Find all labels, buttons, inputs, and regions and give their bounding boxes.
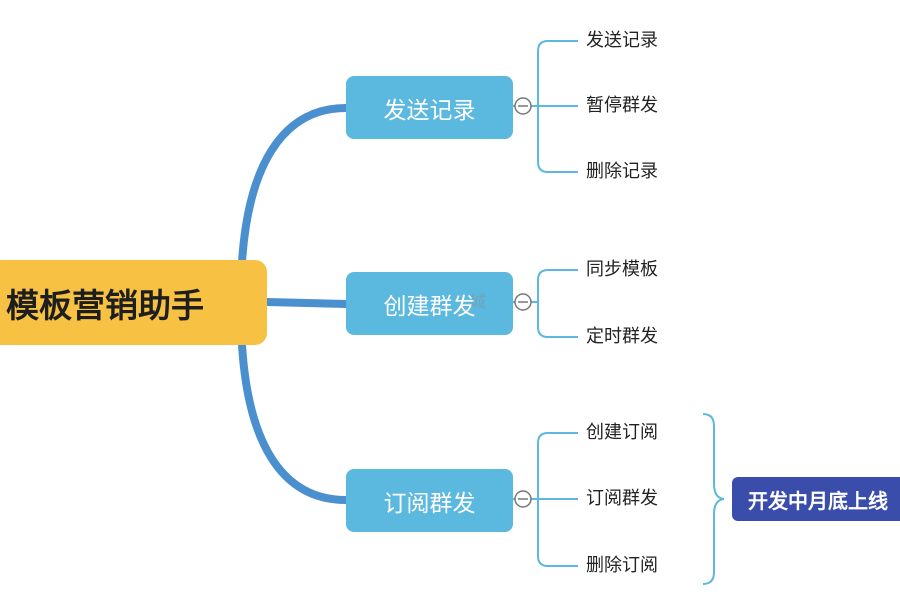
branch-label: 发送记录 — [383, 97, 476, 124]
curly-brace-subscription-group — [702, 413, 725, 585]
leaf-scheduled-broadcast[interactable]: 定时群发 — [586, 326, 658, 347]
root-label: 模板营销助手 — [6, 285, 204, 325]
note-in-development[interactable]: 开发中月底上线 — [732, 477, 900, 521]
leaf-subscription-broadcast[interactable]: 订阅群发 — [586, 488, 658, 509]
connector-root-to-branch-1 — [263, 298, 350, 308]
note-label: 开发中月底上线 — [748, 488, 888, 513]
branch-label: 订阅群发 — [383, 490, 476, 517]
leaf-delete-subscription[interactable]: 删除订阅 — [586, 555, 658, 576]
connector-root-to-branch-2 — [238, 341, 350, 504]
leaf-create-subscription[interactable]: 创建订阅 — [586, 422, 658, 443]
branch-node-subscription-broadcast[interactable]: 订阅群发 — [346, 469, 513, 532]
branch-node-create-broadcast[interactable]: 创建群发 — [346, 272, 513, 335]
collapse-icon-branch-1[interactable] — [514, 293, 532, 311]
leaf-sync-template[interactable]: 同步模板 — [586, 259, 658, 280]
connector-root-to-branch-0 — [238, 104, 350, 266]
collapse-icon-branch-2[interactable] — [514, 490, 532, 508]
collapse-icon-branch-0[interactable] — [514, 97, 532, 115]
branch-label: 创建群发 — [383, 293, 476, 320]
branch-node-send-records[interactable]: 发送记录 — [346, 76, 513, 139]
root-node[interactable]: 模板营销助手 — [0, 260, 267, 345]
leaf-delete-records[interactable]: 删除记录 — [586, 161, 658, 182]
leaf-send-records[interactable]: 发送记录 — [586, 30, 658, 51]
leaf-pause-broadcast[interactable]: 暂停群发 — [586, 95, 658, 116]
watermark: 城 — [470, 292, 487, 311]
